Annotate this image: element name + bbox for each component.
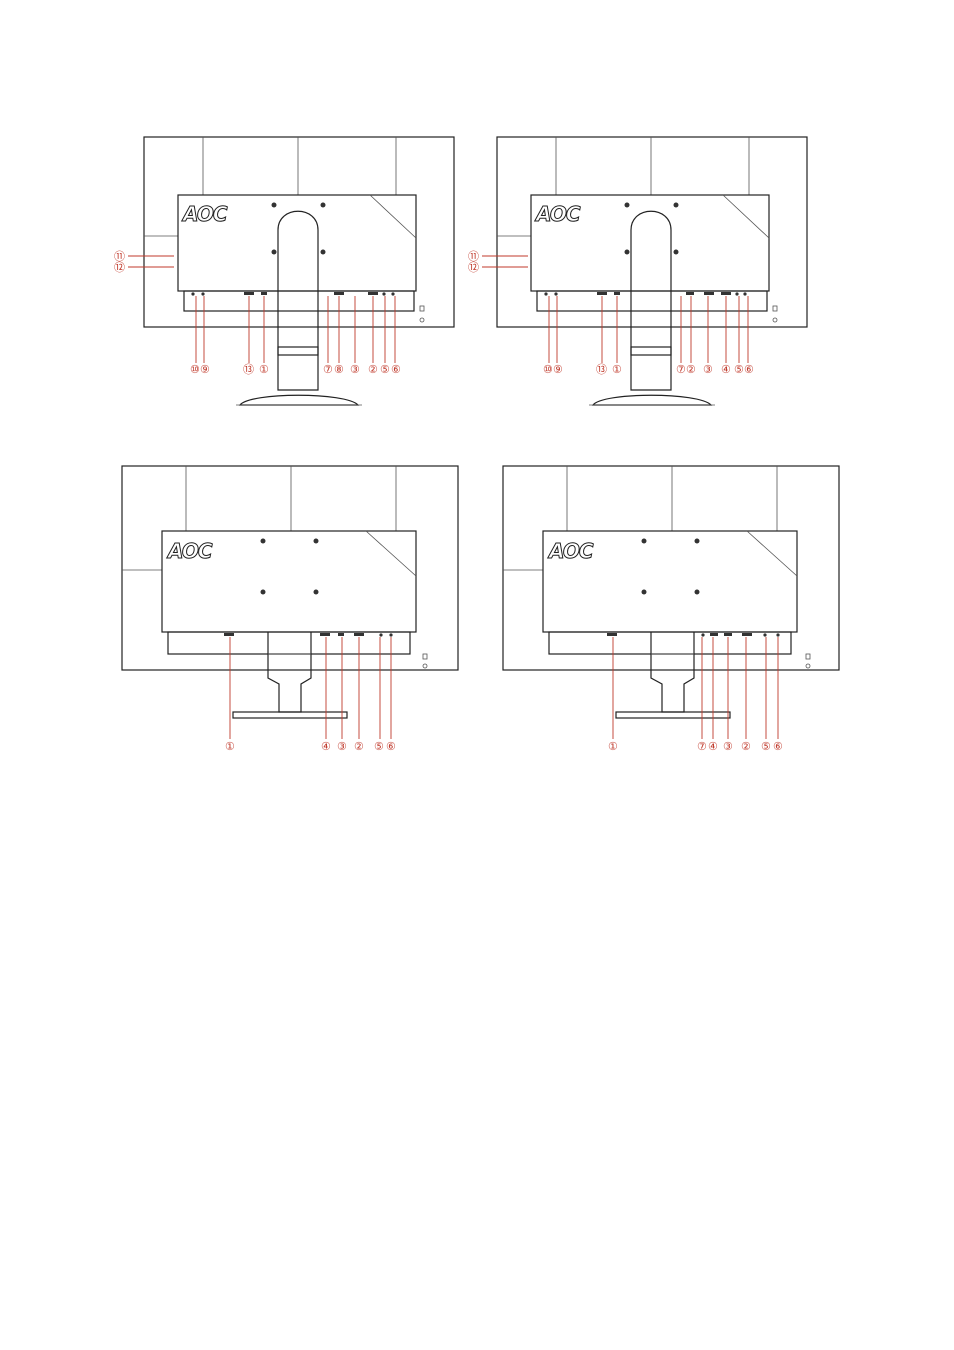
callout-1: ① bbox=[225, 740, 235, 753]
callout-9: ⑨ bbox=[200, 363, 210, 376]
callout-6: ⑥ bbox=[744, 363, 754, 376]
callout-4: ④ bbox=[721, 363, 731, 376]
callout-6: ⑥ bbox=[391, 363, 401, 376]
callout-7: ⑦ bbox=[323, 363, 333, 376]
callout-3: ③ bbox=[703, 363, 713, 376]
brand-logo: AOC bbox=[181, 202, 228, 226]
port-bay bbox=[167, 631, 411, 655]
callout-2: ② bbox=[354, 740, 364, 753]
port-bay bbox=[183, 290, 415, 312]
port-bay bbox=[548, 631, 792, 655]
monitor-outline bbox=[143, 136, 455, 328]
diagram-top-left: AOC ⑪ ⑫ ⑩ ⑨ ⑬ ① ⑦ ⑧ ③ ② ⑤ ⑥ bbox=[114, 136, 455, 406]
callout-4: ④ bbox=[321, 740, 331, 753]
stand-base bbox=[232, 711, 348, 719]
callout-5: ⑤ bbox=[374, 740, 384, 753]
stand-neck bbox=[650, 632, 695, 713]
diagram-bottom-left: AOC ① ④ ③ ② ⑤ ⑥ bbox=[121, 465, 459, 753]
callout-2: ② bbox=[741, 740, 751, 753]
port-bay bbox=[536, 290, 768, 312]
callout-5: ⑤ bbox=[734, 363, 744, 376]
brand-logo: AOC bbox=[547, 539, 594, 563]
callout-5: ⑤ bbox=[761, 740, 771, 753]
callout-6: ⑥ bbox=[773, 740, 783, 753]
callout-3: ③ bbox=[723, 740, 733, 753]
callout-2: ② bbox=[368, 363, 378, 376]
callout-13: ⑬ bbox=[596, 363, 607, 376]
callout-12: ⑫ bbox=[114, 261, 125, 274]
callout-1: ① bbox=[612, 363, 622, 376]
callout-1: ① bbox=[608, 740, 618, 753]
callout-10: ⑩ bbox=[543, 363, 553, 376]
stand-neck bbox=[277, 210, 319, 391]
stand-neck bbox=[630, 210, 672, 391]
stand-base bbox=[238, 394, 360, 406]
callout-5: ⑤ bbox=[380, 363, 390, 376]
monitor-outline bbox=[121, 465, 459, 671]
diagram-top-right: AOC ⑪ ⑫ ⑩ ⑨ ⑬ ① ⑦ ② ③ ④ ⑤ bbox=[468, 136, 808, 406]
callout-9: ⑨ bbox=[553, 363, 563, 376]
callout-10: ⑩ bbox=[190, 363, 200, 376]
callout-13: ⑬ bbox=[243, 363, 254, 376]
stand-base bbox=[615, 711, 731, 719]
stand-base bbox=[591, 394, 713, 406]
brand-logo: AOC bbox=[534, 202, 581, 226]
callout-3: ③ bbox=[337, 740, 347, 753]
callout-7: ⑦ bbox=[697, 740, 707, 753]
callout-12: ⑫ bbox=[468, 261, 479, 274]
callout-6: ⑥ bbox=[386, 740, 396, 753]
callout-7: ⑦ bbox=[676, 363, 686, 376]
diagram-bottom-right: AOC ① ⑦ ④ ③ ② ⑤ ⑥ bbox=[502, 465, 840, 753]
callout-8: ⑧ bbox=[334, 363, 344, 376]
callout-11: ⑪ bbox=[114, 250, 125, 263]
callout-11: ⑪ bbox=[468, 250, 479, 263]
callout-3: ③ bbox=[350, 363, 360, 376]
callout-1: ① bbox=[259, 363, 269, 376]
brand-logo: AOC bbox=[166, 539, 213, 563]
callout-2: ② bbox=[686, 363, 696, 376]
monitor-outline bbox=[502, 465, 840, 671]
monitor-outline bbox=[496, 136, 808, 328]
callout-4: ④ bbox=[708, 740, 718, 753]
stand-neck bbox=[267, 632, 312, 713]
